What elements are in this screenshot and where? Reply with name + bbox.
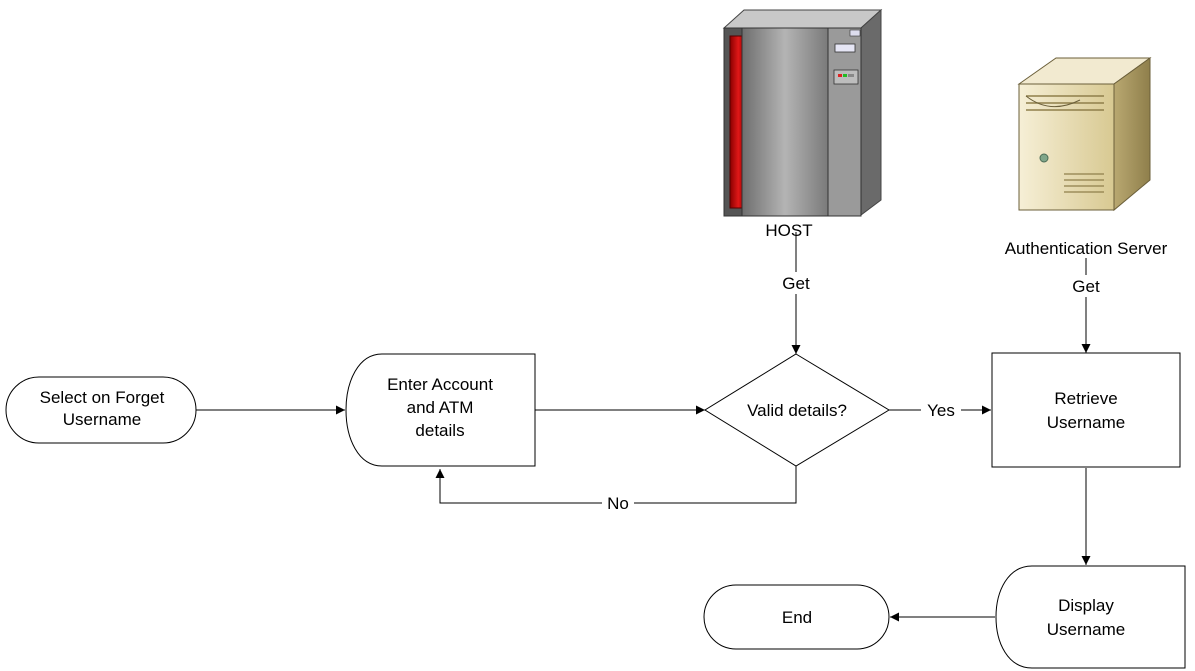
auth-get-label: Get [1072, 277, 1100, 296]
yes-label: Yes [927, 401, 955, 420]
edge-valid-no: No [435, 465, 797, 514]
enter-line-2: and ATM [407, 398, 474, 417]
enter-line-1: Enter Account [387, 375, 493, 394]
node-display-username: Display Username [995, 565, 1186, 669]
display-line-2: Username [1047, 620, 1125, 639]
start-line-1: Select on Forget [40, 388, 165, 407]
start-line-2: Username [63, 410, 141, 429]
node-valid-details: Valid details? [704, 353, 890, 467]
edge-host-to-valid: Get [776, 232, 816, 354]
display-line-1: Display [1058, 596, 1114, 615]
no-label: No [607, 494, 629, 513]
edge-auth-to-retrieve: Get [1066, 258, 1106, 353]
end-label: End [782, 608, 812, 627]
authentication-server-label: Authentication Server [1005, 239, 1168, 258]
host-mainframe-icon [722, 8, 883, 217]
authentication-server-icon [1017, 57, 1152, 212]
retrieve-line-1: Retrieve [1054, 389, 1117, 408]
enter-line-3: details [415, 421, 464, 440]
valid-label: Valid details? [747, 401, 847, 420]
retrieve-line-2: Username [1047, 413, 1125, 432]
host-get-label: Get [782, 274, 810, 293]
node-end: End [703, 584, 890, 650]
node-retrieve-username: Retrieve Username [991, 352, 1181, 468]
node-start: Select on Forget Username [5, 376, 197, 444]
edge-valid-yes: Yes [889, 399, 991, 421]
host-label: HOST [765, 221, 812, 240]
node-enter-details: Enter Account and ATM details [345, 353, 536, 467]
